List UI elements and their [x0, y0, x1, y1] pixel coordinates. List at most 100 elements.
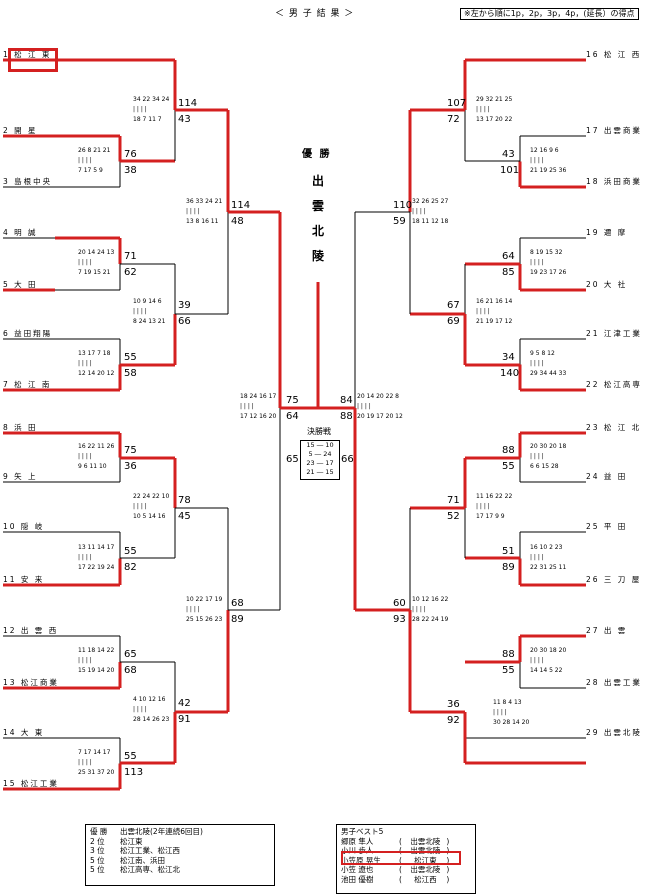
q-left-m6-bar: | | | | [78, 554, 92, 561]
score-right-m5-a: 88 [502, 445, 515, 456]
q-right-r2b-top: 16 21 16 14 [476, 298, 513, 305]
q-right-m8-bottom: 30 28 14 20 [493, 719, 530, 726]
best5-table: 男子ベスト5 郷原 隼人( 出雲北陵) 小川 歩人( 出雲北陵) 小笠原 晃生(… [336, 824, 476, 894]
final-period-4: 21 ― 15 [306, 468, 334, 476]
highlight-box-matsue-higashi [8, 48, 58, 72]
q-right-semi-bottom: 20 19 17 20 12 [357, 413, 403, 420]
q-left-m5-top: 16 22 11 26 [78, 443, 115, 450]
score-right-r2a-b: 59 [393, 216, 406, 227]
q-left-r2d-bar: | | | | [133, 706, 147, 713]
score-left-m4-a: 55 [124, 352, 137, 363]
q-left-r2c-bottom: 10 5 14 16 [133, 513, 166, 520]
team-right-9: 24 益 田 [586, 472, 628, 481]
best5-row-4: 小笠 遼也( 出雲北陵) [341, 865, 450, 874]
score-left-m8-b: 113 [124, 767, 144, 778]
q-right-m7-top: 20 30 18 20 [530, 647, 567, 654]
score-left-r2c-b: 45 [178, 511, 191, 522]
q-left-r2c-top: 22 24 22 10 [133, 493, 170, 500]
q-right-m3-bar: | | | | [530, 259, 544, 266]
q-right-m4-bottom: 29 34 44 33 [530, 370, 567, 377]
q-left-m3-top: 20 14 24 13 [78, 249, 115, 256]
q-right-r2d-top: 10 12 16 22 [412, 596, 449, 603]
score-right-m7-a: 88 [502, 649, 515, 660]
highlight-box-best5 [341, 851, 461, 865]
score-left-m6-b: 82 [124, 562, 137, 573]
q-right-r2c-bottom: 17 17 9 9 [476, 513, 505, 520]
score-right-m3-b: 85 [502, 267, 515, 278]
q-right-m3-top: 8 19 15 32 [530, 249, 563, 256]
q-left-r3b-bottom: 25 15 26 23 [186, 616, 223, 623]
results-row-3: 3 位松江工業、松江西 [90, 846, 180, 855]
champion-char-4: 陵 [312, 249, 325, 263]
team-right-12: 27 出 雲 [586, 626, 628, 635]
q-left-m6-bottom: 17 22 19 24 [78, 564, 115, 571]
team-right-5: 20 大 社 [586, 280, 628, 289]
results-row-1: 優 勝出雲北陵(2年連続6回目) [90, 827, 203, 836]
q-right-m6-bar: | | | | [530, 554, 544, 561]
q-left-r2a-bottom: 13 8 16 11 [186, 218, 219, 225]
final-period-1: 15 ― 10 [306, 441, 334, 449]
score-left-m2-b: 38 [124, 165, 137, 176]
team-right-13: 28 出雲工業 [586, 678, 642, 687]
score-right-m4-b: 140 [500, 368, 520, 379]
score-left-semi-a: 75 [286, 395, 299, 406]
q-right-m4-top: 9 5 8 12 [530, 350, 555, 357]
team-right-4: 19 邇 摩 [586, 228, 628, 237]
score-left-r2d-b: 91 [178, 714, 191, 725]
q-left-m4-bottom: 12 14 20 12 [78, 370, 115, 377]
score-right-semi-a: 84 [340, 395, 353, 406]
score-right-m1-a: 107 [447, 98, 467, 109]
final-period-2: 5 ― 24 [308, 450, 332, 458]
results-row-4: 5 位松江南、浜田 [90, 855, 165, 865]
score-right-m3-a: 64 [502, 251, 515, 262]
score-right-m2-b: 101 [500, 165, 520, 176]
score-left-m7-b: 68 [124, 665, 137, 676]
best5-title: 男子ベスト5 [341, 827, 384, 836]
q-left-m1-top: 34 22 34 24 [133, 96, 170, 103]
champion-char-2: 雲 [312, 199, 325, 213]
team-left-14: 14 大 東 [3, 728, 45, 737]
q-right-m5-bottom: 6 6 15 28 [530, 463, 559, 470]
q-right-m1-top: 29 32 21 25 [476, 96, 513, 103]
q-left-m8-bottom: 25 31 37 20 [78, 769, 115, 776]
score-left-r3b-b: 89 [231, 614, 244, 625]
score-left-r2b-b: 66 [178, 316, 191, 327]
q-right-m2-bar: | | | | [530, 157, 544, 164]
team-right-14: 29 出雲北陵 [586, 728, 642, 737]
q-left-m1-bar: | | | | [133, 106, 147, 113]
q-left-m8-bar: | | | | [78, 759, 92, 766]
team-left-13: 13 松江商業 [3, 678, 59, 687]
q-left-semi-bar: | | | | [240, 403, 254, 410]
q-left-m7-top: 11 18 14 22 [78, 647, 115, 654]
q-left-m3-bottom: 7 19 15 21 [78, 269, 111, 276]
final-periods: 15 ― 10 5 ― 24 23 ― 17 21 ― 15 [300, 440, 340, 480]
score-left-r2a-a: 114 [231, 200, 251, 211]
score-left-m4-b: 58 [124, 368, 137, 379]
score-left-m6-a: 55 [124, 546, 137, 557]
score-right-m5-b: 55 [502, 461, 515, 472]
q-right-m8-bar: | | | | [493, 709, 507, 716]
q-left-m6-top: 13 11 14 17 [78, 544, 115, 551]
q-right-m5-bar: | | | | [530, 453, 544, 460]
q-left-m2-bar: | | | | [78, 157, 92, 164]
score-left-m1-b: 43 [178, 114, 191, 125]
q-right-semi-top: 20 14 20 22 8 [357, 393, 399, 400]
score-left-m3-b: 62 [124, 267, 137, 278]
score-right-m1-b: 72 [447, 114, 460, 125]
q-left-m2-top: 26 8 21 21 [78, 147, 111, 154]
score-left-m3-a: 71 [124, 251, 137, 262]
q-right-m7-bottom: 14 14 5 22 [530, 667, 563, 674]
q-right-r2a-bottom: 18 11 12 18 [412, 218, 449, 225]
q-right-semi-bar: | | | | [357, 403, 371, 410]
q-right-r2a-bar: | | | | [412, 208, 426, 215]
team-left-2: 2 開 星 [3, 126, 38, 135]
score-left-semi-b: 64 [286, 411, 299, 422]
champion-char-3: 北 [312, 224, 325, 238]
q-right-m6-bottom: 22 31 25 11 [530, 564, 567, 571]
team-left-3: 3 島根中央 [3, 177, 53, 186]
q-right-r2d-bar: | | | | [412, 606, 426, 613]
team-left-10: 10 隠 岐 [3, 522, 45, 531]
score-right-r2c-a: 71 [447, 495, 460, 506]
score-left-m2-a: 76 [124, 149, 137, 160]
